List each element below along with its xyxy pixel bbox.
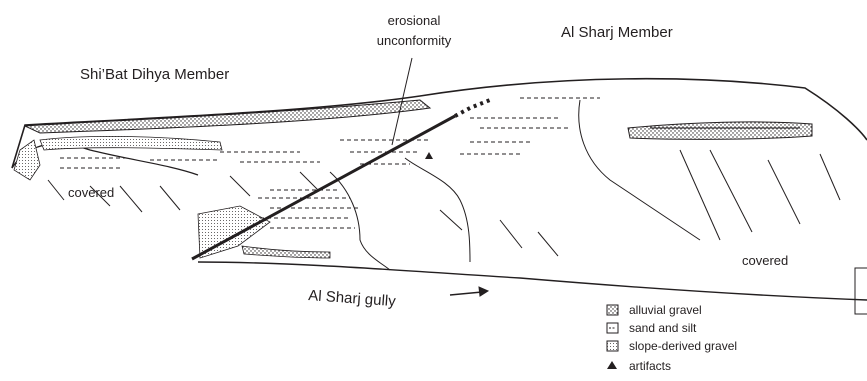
legend: alluvial gravel sand and silt slope-deri… [607, 303, 737, 373]
alluvial-gravel-right [628, 122, 812, 139]
legend-label-alluvial-gravel: alluvial gravel [629, 303, 702, 317]
erosional-label-line1: erosional [388, 13, 441, 28]
covered-left-label: covered [68, 185, 114, 200]
alluvial-gravel-top-left [25, 100, 430, 133]
legend-label-artifacts: artifacts [629, 359, 671, 373]
gully-arrow [450, 287, 488, 296]
gravel-lens-left [40, 136, 222, 150]
slope-derived-gravel-swatch [607, 341, 618, 351]
erosional-label-line2: unconformity [377, 33, 452, 48]
shibat-dihya-member-label: Shi’Bat Dihya Member [80, 66, 229, 83]
erosional-unconformity-line [192, 116, 455, 259]
legend-label-slope-derived-gravel: slope-derived gravel [629, 339, 737, 353]
scale-box [855, 268, 867, 314]
al-sharj-member-label: Al Sharj Member [561, 24, 673, 41]
alluvial-gravel-swatch [607, 305, 618, 315]
artifact-marker [425, 152, 433, 159]
al-sharj-gully-label: Al Sharj gully [308, 287, 397, 310]
unconformity-gravel-dots [455, 100, 490, 116]
covered-right-label: covered [742, 253, 788, 268]
legend-label-sand-and-silt: sand and silt [629, 321, 697, 335]
alluvial-gravel-base [242, 246, 330, 258]
artifact-legend-triangle [607, 361, 617, 369]
